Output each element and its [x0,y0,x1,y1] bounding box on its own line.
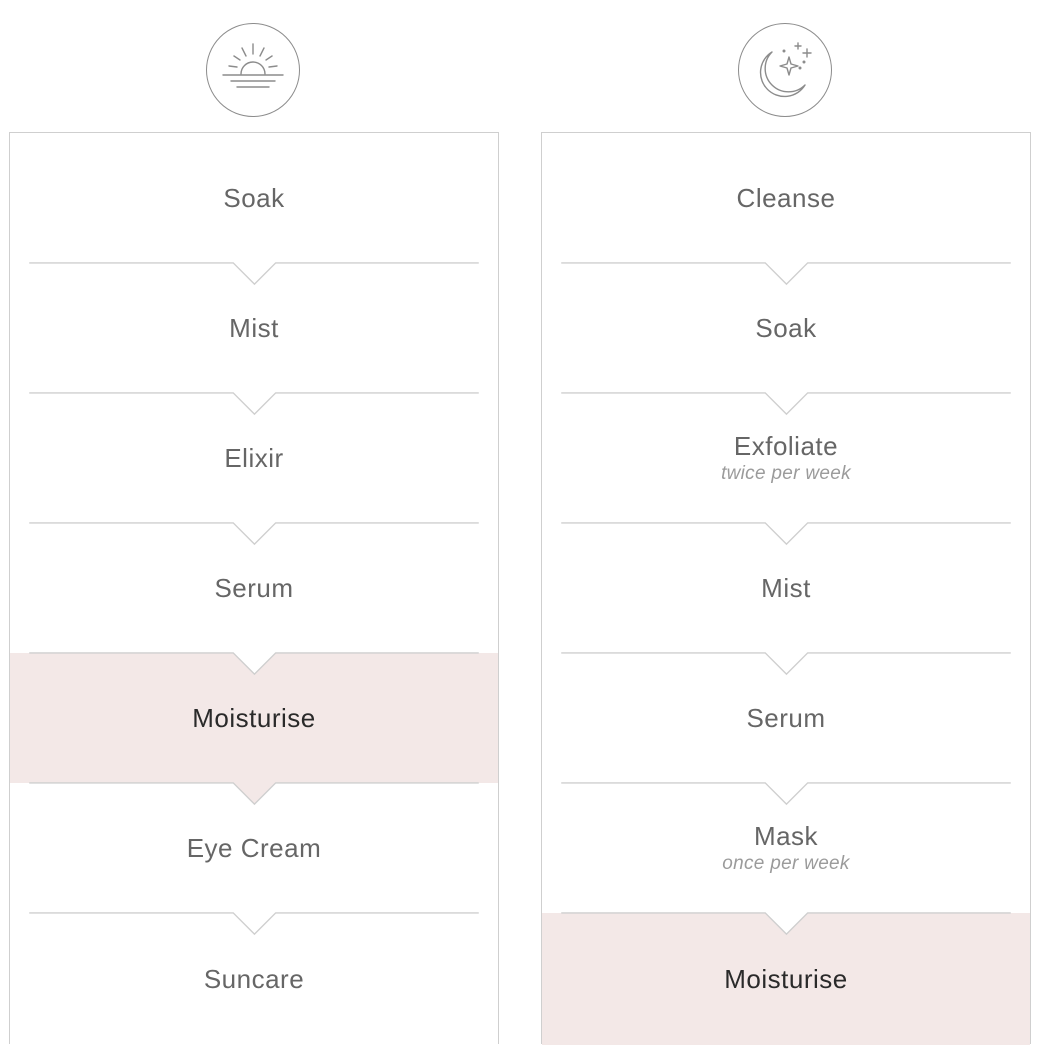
step-label: Mask [753,821,819,851]
evening-step-cleanse: Cleanse [542,133,1030,263]
step-frequency-note: once per week [722,853,850,874]
step-label: Soak [223,183,285,213]
step-label: Elixir [224,443,284,473]
step-divider-arrow [561,782,1011,806]
morning-step-suncare: Suncare [10,913,498,1045]
evening-step-soak: Soak [542,263,1030,393]
step-label: Serum [746,703,826,733]
step-label: Moisturise [724,964,848,994]
morning-step-soak: Soak [10,133,498,263]
step-divider-arrow [29,652,479,676]
step-divider-arrow [29,262,479,286]
step-divider-arrow [29,522,479,546]
step-label: Serum [214,573,294,603]
step-divider-arrow [29,392,479,416]
step-divider-arrow [29,782,479,806]
step-divider-arrow [561,912,1011,936]
step-label: Moisturise [192,703,316,733]
step-label: Suncare [203,964,305,994]
step-divider-arrow [29,912,479,936]
step-divider-arrow [561,522,1011,546]
step-divider-arrow [561,392,1011,416]
step-label: Mist [761,573,811,603]
step-label: Exfoliate [733,431,839,461]
step-divider-arrow [561,262,1011,286]
step-divider-arrow [561,652,1011,676]
step-label: Mist [229,313,279,343]
evening-step-moisturise: Moisturise [542,913,1030,1045]
step-label: Eye Cream [186,833,322,863]
moon-stars-icon [738,23,832,117]
step-label: Soak [755,313,817,343]
sunrise-icon [206,23,300,117]
step-label: Cleanse [736,183,836,213]
step-frequency-note: twice per week [721,463,851,484]
